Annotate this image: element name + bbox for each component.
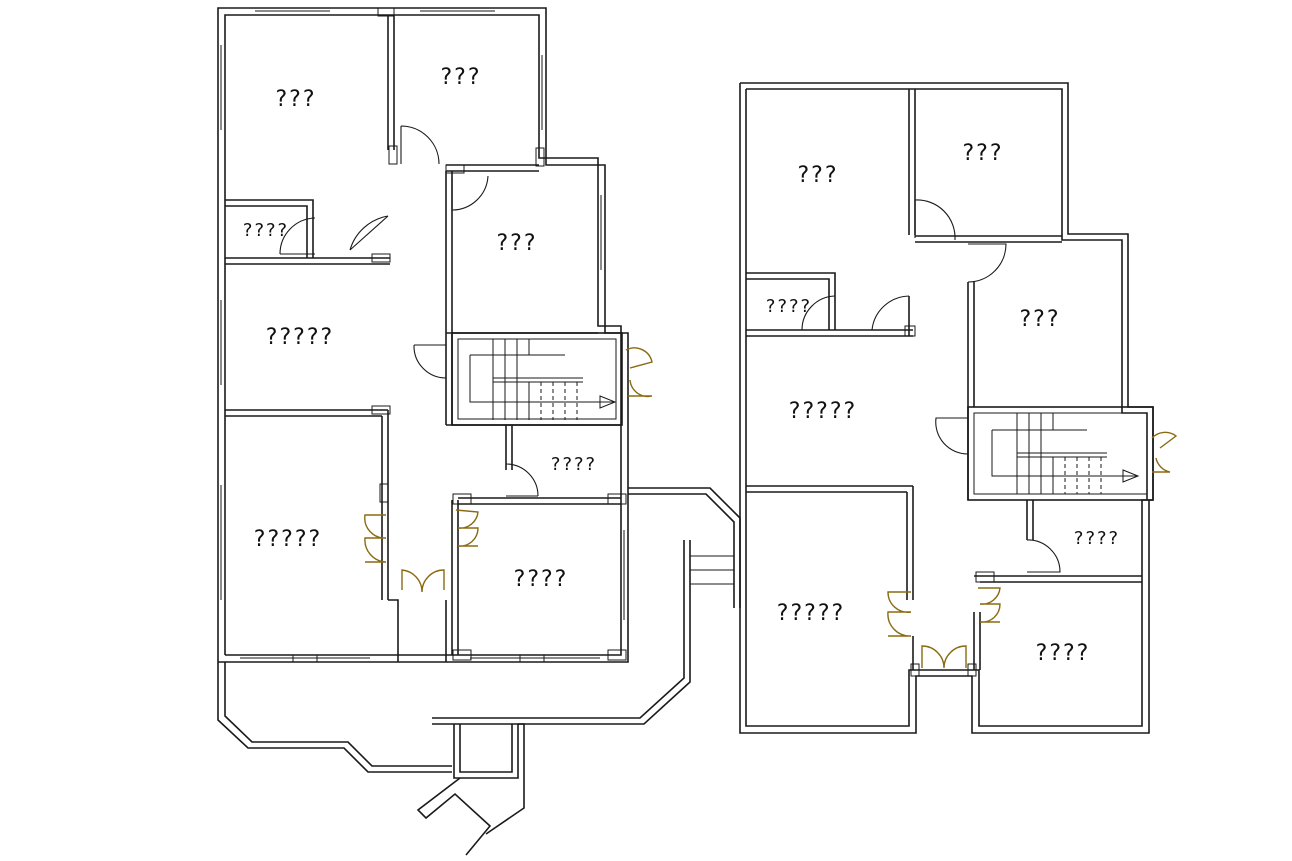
left-staircase <box>451 332 623 426</box>
room-label: ??? <box>275 87 316 112</box>
room-label: ????? <box>789 399 857 424</box>
room-label: ??? <box>797 163 838 188</box>
left-gold-doors <box>364 347 653 593</box>
left-room-labels: ??? ??? ???? ??? ????? ???? ????? ???? <box>243 65 597 592</box>
room-label: ???? <box>243 220 289 241</box>
room-label: ????? <box>777 601 845 626</box>
room-label: ???? <box>551 454 597 475</box>
left-plan: ??? ??? ???? ??? ????? ???? ????? ???? <box>217 7 741 856</box>
room-label: ??? <box>496 231 537 256</box>
room-label: ????? <box>254 527 322 552</box>
right-plan: ??? ??? ???? ??? ????? ???? ????? ???? <box>739 82 1178 734</box>
right-gold-doors <box>887 431 1178 669</box>
right-doors <box>801 199 1061 573</box>
room-label: ???? <box>1036 641 1091 666</box>
room-label: ??? <box>1019 307 1060 332</box>
room-label: ???? <box>766 296 812 317</box>
room-label: ????? <box>266 325 334 350</box>
room-label: ??? <box>440 65 481 90</box>
left-outer-walls <box>217 7 629 663</box>
right-staircase <box>967 406 1154 501</box>
left-windows <box>220 7 625 663</box>
left-doors <box>279 125 539 497</box>
room-label: ???? <box>1074 528 1120 549</box>
left-terrace <box>217 487 741 856</box>
left-interior-walls <box>225 15 627 662</box>
room-label: ??? <box>962 141 1003 166</box>
right-room-labels: ??? ??? ???? ??? ????? ???? ????? ???? <box>766 141 1120 666</box>
room-label: ???? <box>514 567 569 592</box>
